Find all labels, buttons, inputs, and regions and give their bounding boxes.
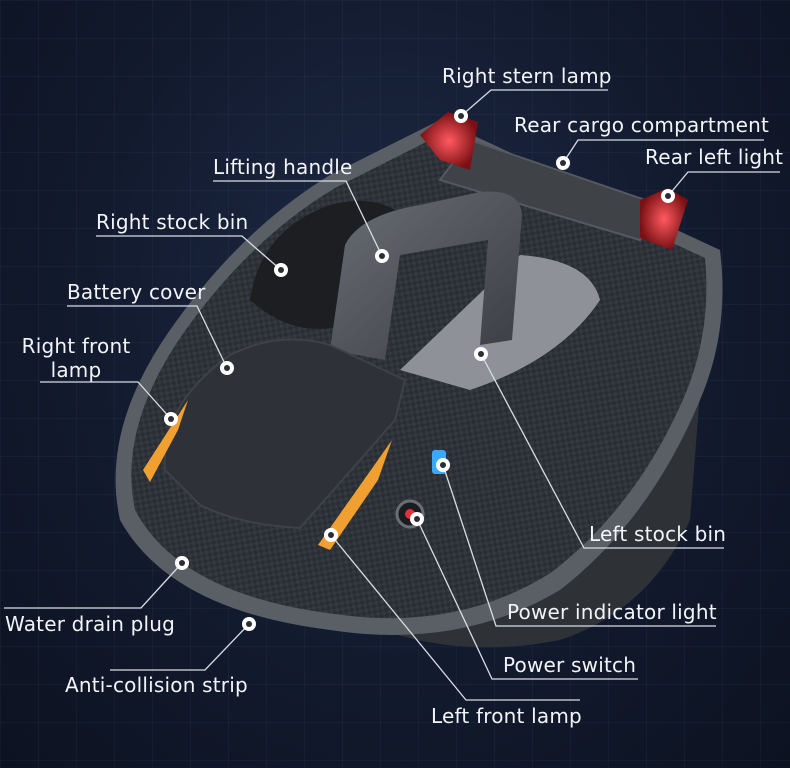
marker-icon	[661, 189, 675, 203]
leader-anti-collision-strip	[110, 623, 250, 671]
label-right-stern-lamp: Right stern lamp	[442, 64, 612, 88]
leader-power-indicator-light	[442, 464, 716, 627]
label-battery-cover: Battery cover	[67, 280, 206, 304]
leader-rear-cargo-compartment	[562, 139, 764, 164]
label-right-stock-bin: Right stock bin	[96, 210, 249, 234]
label-left-stock-bin: Left stock bin	[589, 522, 727, 546]
leader-left-stock-bin	[480, 353, 724, 549]
marker-icon	[220, 361, 234, 375]
label-power-switch: Power switch	[503, 653, 637, 677]
marker-icon	[242, 617, 256, 631]
marker-icon	[375, 249, 389, 263]
leader-battery-cover	[67, 305, 228, 369]
leader-right-stock-bin	[96, 235, 282, 271]
label-water-drain-plug: Water drain plug	[5, 612, 176, 636]
right-stern-lamp-shape	[420, 112, 478, 170]
leader-lines	[4, 89, 780, 701]
label-anti-collision-strip: Anti-collision strip	[65, 673, 248, 697]
leader-lifting-handle	[213, 180, 383, 257]
marker-icon	[436, 458, 450, 472]
marker-icon	[410, 512, 424, 526]
leader-rear-left-light	[667, 171, 780, 197]
rear-left-light-shape	[640, 188, 688, 250]
marker-icon	[474, 347, 488, 361]
battery-cover-shape	[163, 338, 407, 530]
label-lifting-handle: Lifting handle	[213, 155, 353, 179]
label-power-indicator-light: Power indicator light	[507, 600, 717, 624]
lifting-handle-shape	[330, 191, 522, 360]
label-rear-left-light: Rear left light	[645, 145, 784, 169]
target-markers	[164, 109, 675, 631]
marker-icon	[324, 528, 338, 542]
marker-icon	[164, 412, 178, 426]
leader-left-front-lamp	[330, 534, 580, 701]
marker-icon	[556, 156, 570, 170]
leader-right-front-lamp	[40, 381, 172, 420]
label-left-front-lamp: Left front lamp	[431, 704, 582, 728]
marker-icon	[274, 263, 288, 277]
leader-power-switch	[416, 518, 638, 680]
left-front-lamp-shape	[318, 440, 392, 550]
label-right-front-lamp: Right front lamp	[21, 334, 131, 382]
label-rear-cargo-compartment: Rear cargo compartment	[514, 113, 769, 137]
leader-water-drain-plug	[4, 562, 183, 609]
marker-icon	[175, 556, 189, 570]
leader-right-stern-lamp	[460, 89, 608, 117]
marker-icon	[454, 109, 468, 123]
